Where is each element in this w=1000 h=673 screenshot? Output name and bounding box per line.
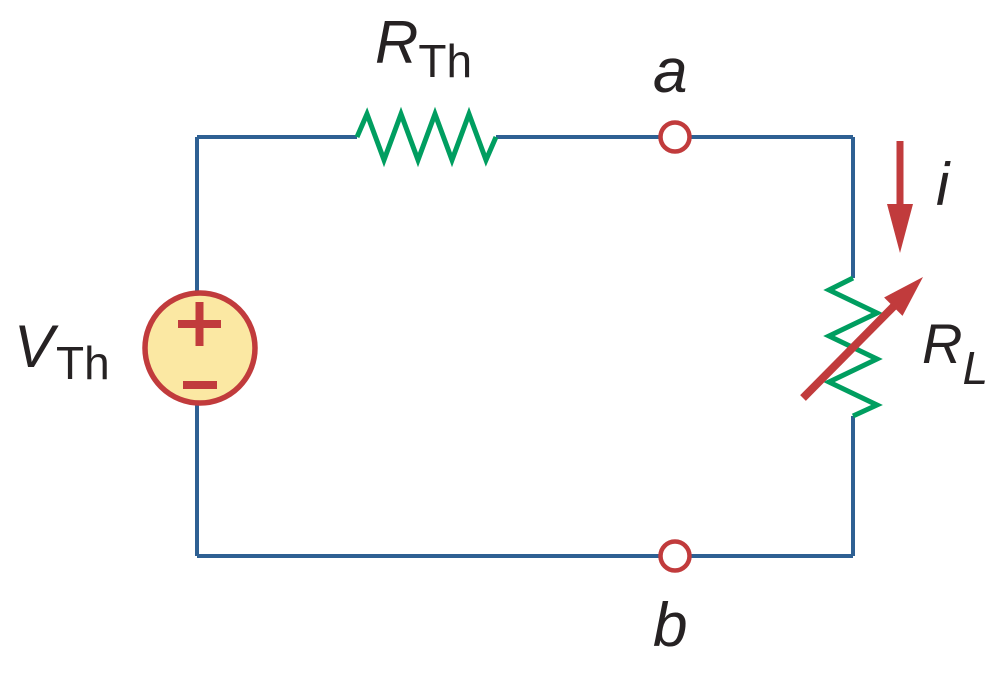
terminal-a-node: [658, 120, 692, 154]
thevenin-resistor: [354, 106, 499, 168]
source-label: VTh: [14, 313, 110, 389]
series-resistor-label: RTh: [375, 9, 472, 87]
plus-sign-icon: [178, 302, 221, 346]
terminal-b-node: [658, 539, 692, 573]
terminal-b-label: b: [653, 591, 687, 660]
load-arrow-icon: [800, 277, 923, 401]
voltage-source: [142, 290, 258, 406]
current-label: i: [936, 151, 951, 218]
voltage-source-circle: [142, 290, 258, 406]
current-arrow-icon: [887, 141, 913, 253]
circuit-wires: [195, 135, 855, 558]
terminal-a-label: a: [653, 37, 687, 106]
load-resistor-label: RL: [922, 312, 988, 394]
